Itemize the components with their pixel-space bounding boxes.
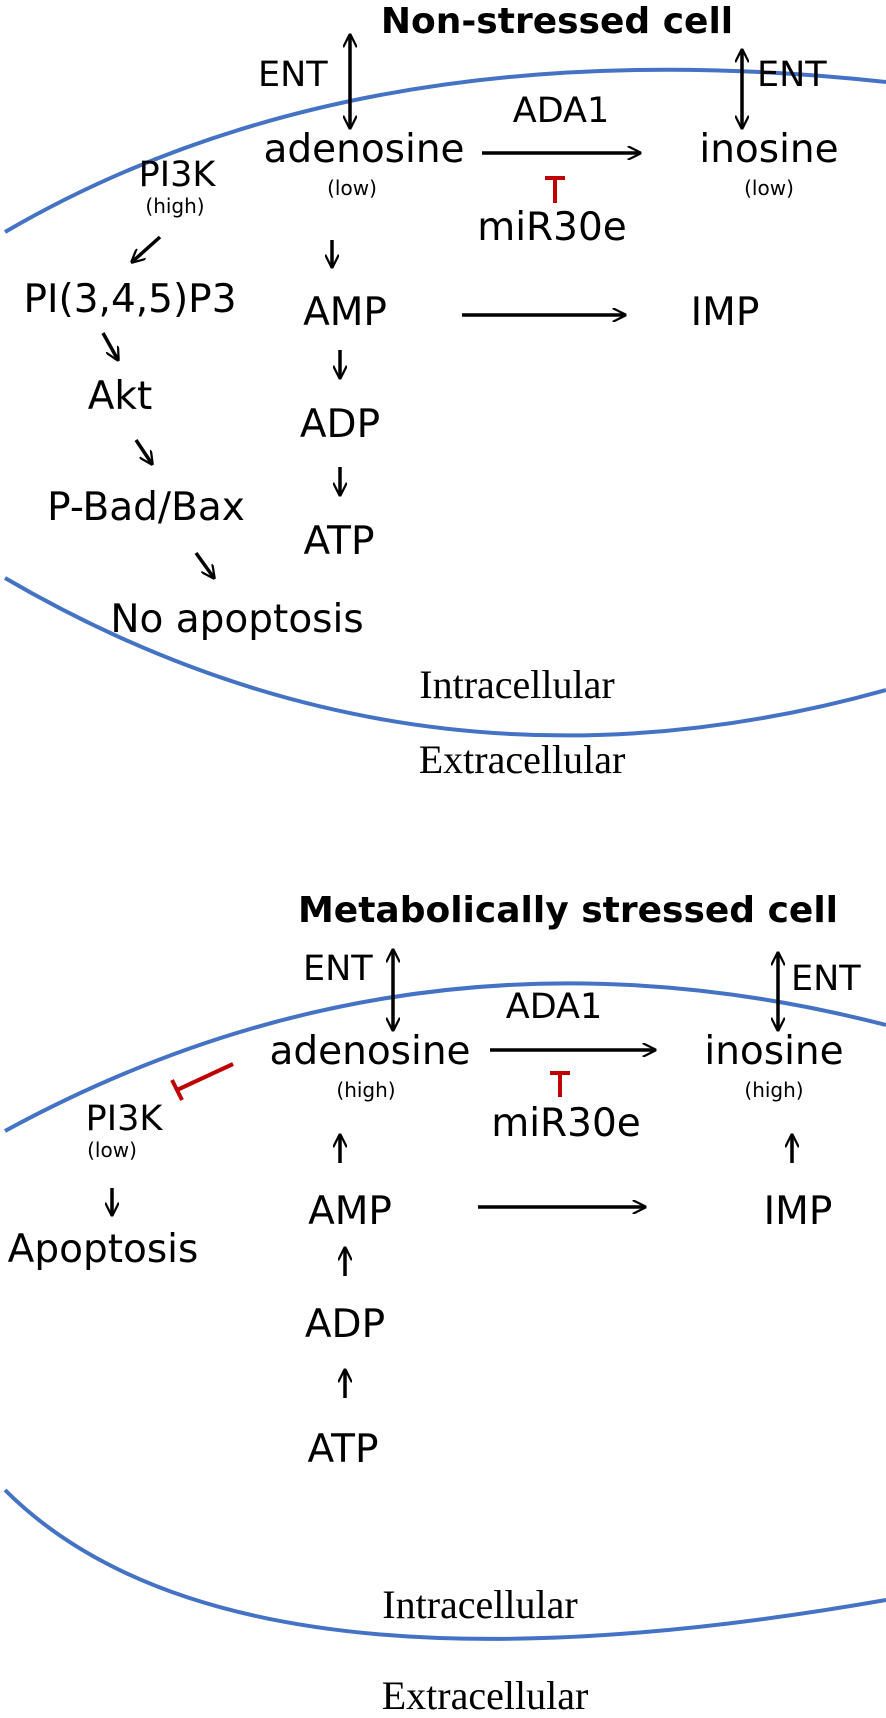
top-intracellular-label: Intracellular: [419, 662, 615, 707]
top-pi3k: PI3K: [138, 155, 216, 195]
top-pip3-to-akt-arrow: [101, 332, 118, 360]
top-ent-left-label: ENT: [258, 55, 328, 95]
bottom-ent-right-label: ENT: [791, 959, 861, 999]
top-pbad-to-outcome-arrow: [194, 551, 214, 578]
bottom-inosine: inosine: [704, 1029, 844, 1074]
top-amp: AMP: [303, 290, 387, 335]
bottom-mir30e-label: miR30e: [491, 1101, 641, 1146]
bottom-atp: ATP: [307, 1427, 379, 1472]
bottom-ada1-label: ADA1: [505, 987, 603, 1027]
bottom-cell-membrane-upper: [4, 981, 886, 1133]
bottom-adenosine-inhibits-pi3k-bar: [170, 1079, 184, 1101]
bottom-outcome: Apoptosis: [7, 1227, 199, 1272]
bottom-adenosine: adenosine: [269, 1029, 471, 1074]
top-pi3k-level: (high): [145, 194, 205, 218]
bottom-adp: ADP: [304, 1302, 386, 1347]
top-outcome: No apoptosis: [110, 597, 364, 642]
top-adenosine: adenosine: [263, 127, 465, 172]
bottom-adenosine-level: (high): [336, 1078, 396, 1102]
top-adp: ADP: [299, 402, 381, 447]
bottom-intracellular-label: Intracellular: [382, 1582, 578, 1627]
top-imp: IMP: [690, 290, 760, 335]
top-akt-to-pbad-arrow: [134, 439, 152, 464]
top-inosine: inosine: [699, 127, 839, 172]
top-adenosine-level: (low): [327, 176, 377, 200]
top-extracellular-label: Extracellular: [418, 737, 626, 782]
bottom-ent-left-label: ENT: [303, 949, 373, 989]
bottom-adenosine-inhibits-pi3k-stem: [176, 1062, 234, 1092]
bottom-inosine-level: (high): [744, 1078, 804, 1102]
top-ada1-label: ADA1: [512, 91, 610, 131]
bottom-cell-membrane-lower: [3, 1488, 886, 1641]
bottom-imp: IMP: [763, 1189, 833, 1234]
top-pi3k-to-pip3-arrow: [132, 235, 162, 262]
top-pip3: PI(3,4,5)P3: [23, 277, 237, 322]
top-mir30e-label: miR30e: [477, 205, 627, 250]
bottom-pi3k-level: (low): [87, 1138, 137, 1162]
top-pbad: P-Bad/Bax: [47, 485, 245, 530]
top-panel-title: Non-stressed cell: [380, 1, 734, 42]
bottom-panel-title: Metabolically stressed cell: [297, 890, 839, 931]
bottom-amp: AMP: [308, 1189, 392, 1234]
bottom-pi3k: PI3K: [85, 1099, 163, 1139]
bottom-extracellular-label: Extracellular: [381, 1673, 589, 1718]
top-akt: Akt: [87, 374, 153, 419]
top-cell-membrane-lower: [3, 576, 886, 738]
top-atp: ATP: [303, 519, 375, 564]
top-ent-right-label: ENT: [757, 55, 827, 95]
top-inosine-level: (low): [744, 176, 794, 200]
